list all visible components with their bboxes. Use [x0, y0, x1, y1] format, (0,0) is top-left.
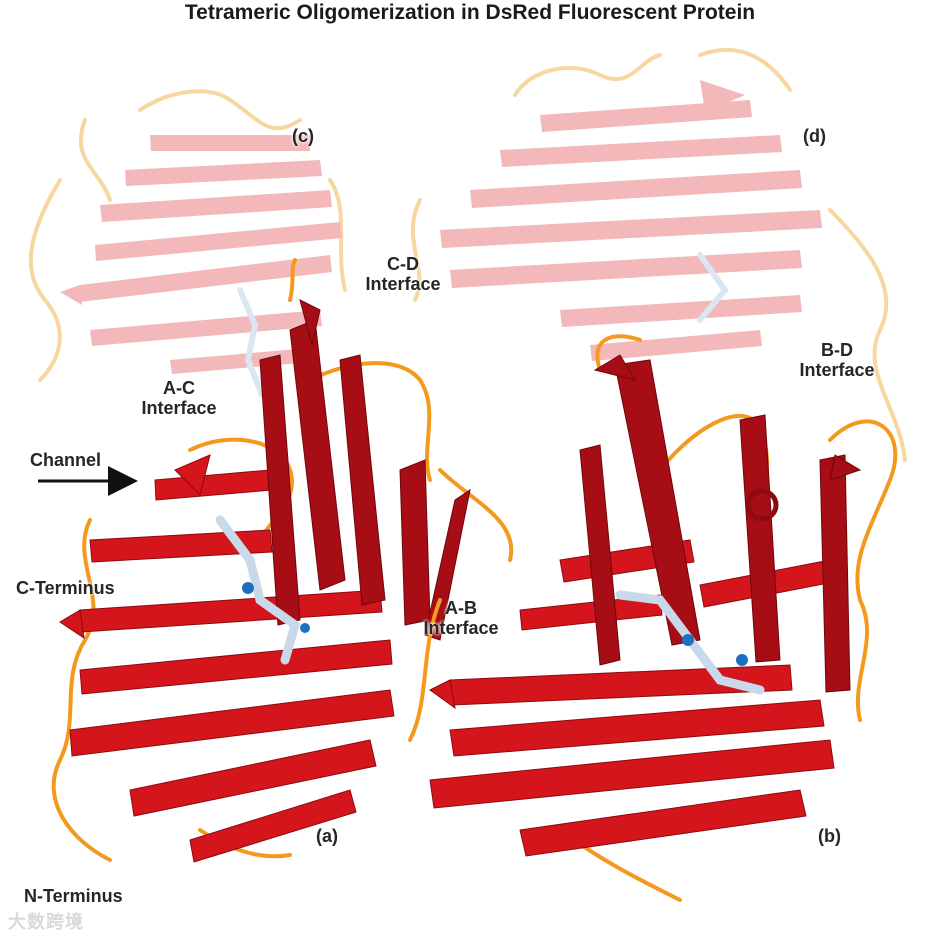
label-c-terminus: C-Terminus [16, 578, 115, 598]
monomer-a-strands [60, 455, 394, 862]
monomer-a [54, 260, 512, 862]
monomer-c-chromophore [240, 290, 262, 395]
label-monomer-c: (c) [292, 126, 314, 146]
label-monomer-b: (b) [818, 826, 841, 846]
label-bd-interface: B-D Interface [784, 340, 890, 380]
label-channel: Channel [30, 450, 101, 470]
label-monomer-a: (a) [316, 826, 338, 846]
label-ab-interface: A-B Interface [408, 598, 514, 638]
label-n-terminus: N-Terminus [24, 886, 123, 906]
label-monomer-d: (d) [803, 126, 826, 146]
watermark-text: 大数跨境 [8, 908, 84, 934]
label-cd-interface: C-D Interface [352, 254, 454, 294]
label-ac-interface: A-C Interface [126, 378, 232, 418]
monomer-d-strands [440, 80, 822, 361]
monomer-b-vertical-strands [580, 355, 860, 692]
monomer-d [413, 50, 905, 460]
